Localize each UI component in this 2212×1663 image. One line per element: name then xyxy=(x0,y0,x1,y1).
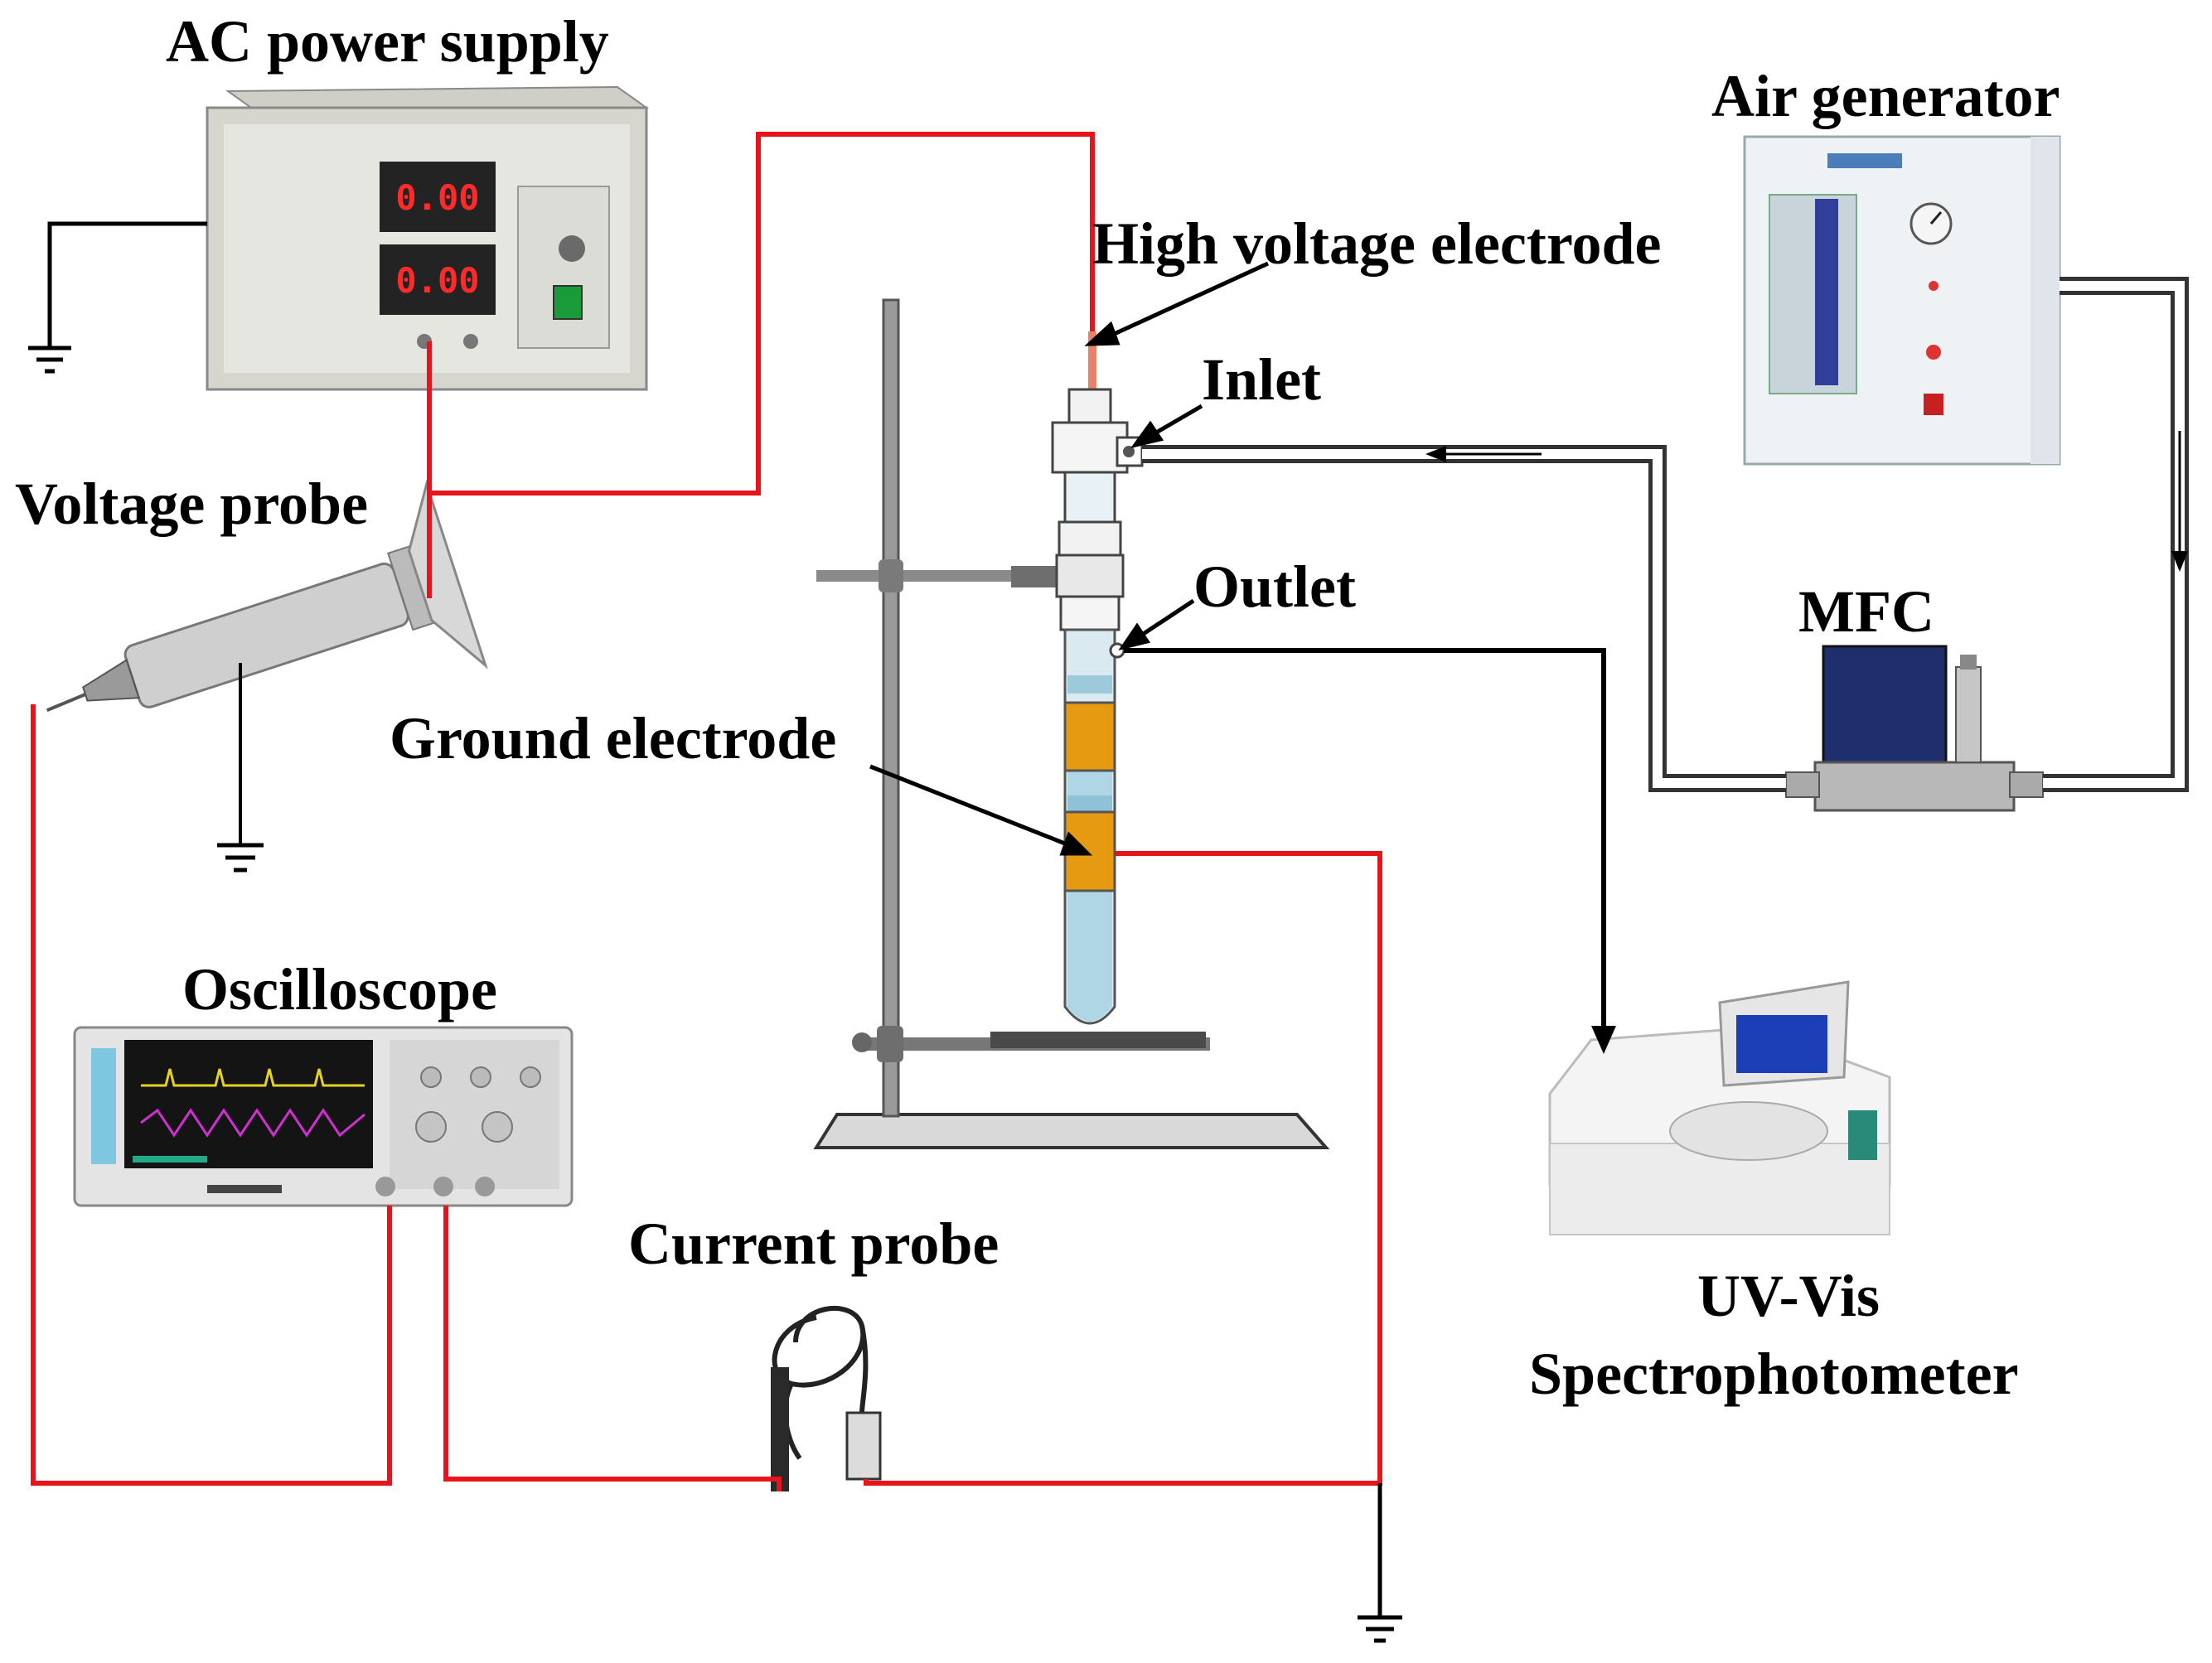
high-voltage-electrode-label: High voltage electrode xyxy=(1092,210,1662,277)
flow-arrow-icon xyxy=(2171,551,2188,572)
ground-connections xyxy=(47,221,1382,1616)
psu-power-switch xyxy=(553,285,583,320)
psu-lower-display: 0.00 xyxy=(395,260,479,301)
outlet-line xyxy=(1124,648,1616,1054)
psu-knob xyxy=(559,235,585,262)
ground-icon xyxy=(217,843,264,873)
ground-electrode-label: Ground electrode xyxy=(390,705,837,771)
spectrophotometer-label: Spectrophotometer xyxy=(1529,1341,2019,1407)
outlet-label: Outlet xyxy=(1193,554,1356,620)
ground-icon xyxy=(1358,1615,1402,1643)
uv-vis-screen xyxy=(1736,1015,1827,1073)
ac-power-supply-label: AC power supply xyxy=(166,8,609,75)
stand-base xyxy=(813,1113,1330,1149)
oscilloscope-trace-magenta xyxy=(140,1108,365,1138)
voltage-probe-label: Voltage probe xyxy=(15,471,369,537)
uv-vis-spectrophotometer xyxy=(1548,980,1891,1235)
outlet-arrow-icon xyxy=(1591,1026,1616,1054)
air-generator-flow-tube xyxy=(1815,199,1838,385)
gas-tubes xyxy=(1142,277,2189,792)
air-generator-label: Air generator xyxy=(1711,63,2060,129)
voltage-probe-signal-wire xyxy=(31,704,392,1486)
stand-rod xyxy=(882,298,900,1118)
air-generator xyxy=(1743,135,2061,466)
high-voltage-electrode-rod xyxy=(1088,331,1096,394)
current-probe xyxy=(771,1306,882,1491)
oscilloscope-label: Oscilloscope xyxy=(182,956,497,1022)
current-probe-clamp xyxy=(845,1411,882,1481)
hv-wire xyxy=(427,132,1095,496)
air-to-mfc-tube xyxy=(2043,277,2189,792)
current-probe-label: Current probe xyxy=(628,1211,1000,1277)
ground-electrode-band-upper xyxy=(1063,701,1116,772)
ground-electrode-wire xyxy=(864,851,1382,1486)
reactor xyxy=(1051,331,1144,1025)
mass-flow-controller xyxy=(1785,645,2044,812)
current-probe-signal-wire xyxy=(443,1206,782,1491)
flow-arrow-icon xyxy=(1425,446,1446,462)
mfc-label: MFC xyxy=(1798,578,1934,645)
oscilloscope xyxy=(73,1026,574,1207)
reactor-liquid xyxy=(1067,891,1112,1022)
voltage-probe xyxy=(46,479,488,845)
uv-vis-label: UV-Vis xyxy=(1697,1263,1880,1329)
psu-upper-display: 0.00 xyxy=(395,177,479,218)
oscilloscope-trace-yellow xyxy=(141,1068,365,1087)
ground-icon xyxy=(28,346,71,374)
annotation-arrows xyxy=(869,261,1270,856)
inlet-label: Inlet xyxy=(1202,346,1321,413)
